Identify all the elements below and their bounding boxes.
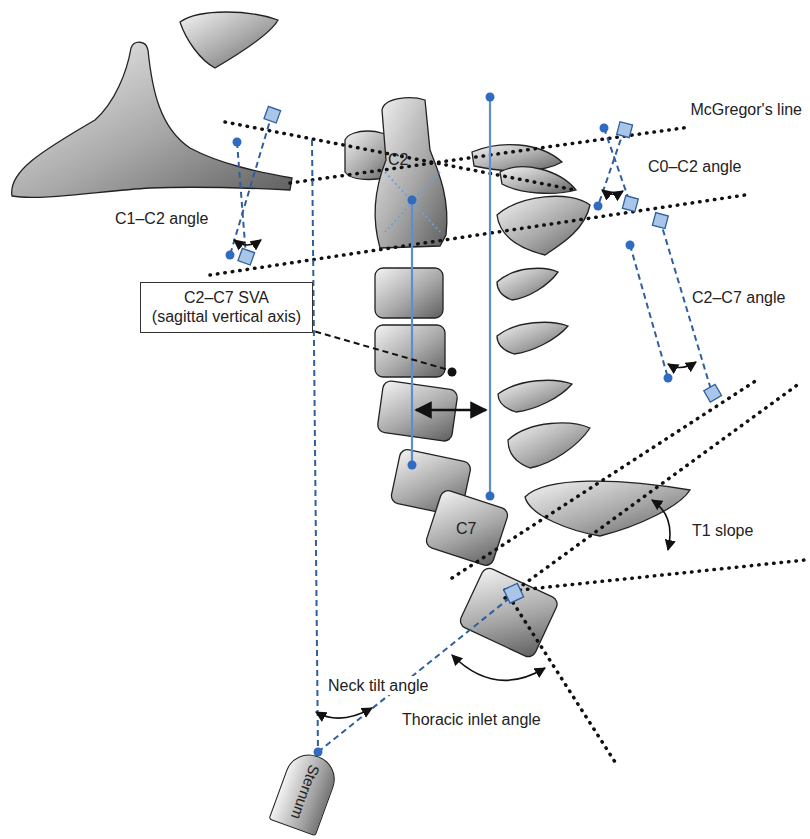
- c7-body: [424, 489, 509, 568]
- endpoint-square: [238, 248, 255, 265]
- angle-line: [230, 114, 712, 752]
- c7-spinous: [525, 481, 690, 536]
- angle-arc: [452, 655, 545, 680]
- endpoint-dot: [408, 461, 417, 470]
- parameter-label: McGregor's line: [688, 100, 804, 119]
- parameter-label: C2–C7 angle: [690, 288, 787, 307]
- angle-arc: [602, 190, 623, 194]
- node-text: C2–C7 SVA (sagittal vertical axis): [151, 288, 302, 326]
- angle-line: [604, 128, 630, 203]
- angle-arc: [668, 362, 696, 368]
- endpoint-dot: [664, 374, 673, 383]
- angle-arc: [234, 240, 261, 245]
- c5-spinous: [498, 380, 572, 412]
- angle-line: [230, 114, 272, 255]
- parameter-label: Neck tilt angle: [326, 676, 431, 695]
- angle-line: [237, 142, 246, 256]
- endpoint-dot: [226, 93, 673, 757]
- endpoint-dot: [486, 93, 495, 102]
- c6-spinous: [508, 423, 590, 468]
- sva-distance-arrow: [416, 409, 486, 412]
- endpoint-square: [704, 384, 722, 402]
- endpoint-square: [238, 106, 722, 603]
- leader-line: [296, 326, 449, 370]
- c2-plumb-line: [411, 200, 413, 465]
- horizontal-line: [520, 560, 805, 590]
- mastoid: [180, 12, 278, 68]
- parameter-label: C0–C2 angle: [646, 157, 743, 176]
- endpoint-dot: [626, 241, 635, 250]
- bone-shapes: [12, 12, 690, 659]
- parameter-label: T1 slope: [690, 521, 755, 540]
- endpoint-dot: [233, 138, 242, 147]
- t1-endplate-line: [505, 383, 800, 598]
- endpoint-dot: [226, 251, 235, 260]
- t1-body: [458, 566, 560, 660]
- callout-box: C2–C7 SVA (sagittal vertical axis): [140, 282, 313, 333]
- text-line: C2–C7 SVA: [151, 288, 302, 307]
- parameter-label: C1–C2 angle: [113, 209, 210, 228]
- occipital-bone: [12, 42, 292, 197]
- node-text: C2: [388, 150, 410, 169]
- vertebra-label: C7: [456, 519, 478, 539]
- sva-marker: [288, 320, 487, 411]
- endpoint-square: [617, 122, 633, 138]
- sternum-vertical: [312, 140, 318, 752]
- sternum-bone: Sternum: [269, 748, 342, 837]
- c3-spinous: [497, 268, 558, 300]
- angle-line: [630, 245, 668, 378]
- perpendicular-line: [505, 590, 615, 762]
- node-text: C7: [456, 519, 478, 538]
- angle-line: [598, 130, 624, 206]
- angle-arc: [234, 190, 696, 718]
- endpoint-dot: [486, 492, 495, 501]
- plumb-line: [412, 97, 490, 496]
- reference-line: [210, 122, 805, 762]
- node-text: Sternum: [287, 762, 323, 821]
- angle-arc: [316, 708, 372, 718]
- endpoint-dot: [594, 202, 603, 211]
- angle-arc: [652, 500, 670, 550]
- endpoint-dot: [600, 124, 609, 133]
- text-line: (sagittal vertical axis): [151, 307, 302, 326]
- c7-plumb-line: [489, 97, 491, 496]
- c3-body: [375, 268, 443, 318]
- endpoint-square: [504, 583, 524, 603]
- endpoint-square: [622, 196, 638, 212]
- endpoint-square: [264, 106, 281, 123]
- endpoint-dot: [408, 196, 417, 205]
- c1-line: [225, 122, 575, 190]
- endpoint-square: [652, 213, 668, 229]
- c7-endplate-line: [452, 380, 757, 578]
- c4-spinous: [497, 322, 568, 354]
- sva-marker: [448, 368, 457, 377]
- vertebra-label: C2: [388, 150, 410, 170]
- parameter-label: Thoracic inlet angle: [400, 710, 543, 729]
